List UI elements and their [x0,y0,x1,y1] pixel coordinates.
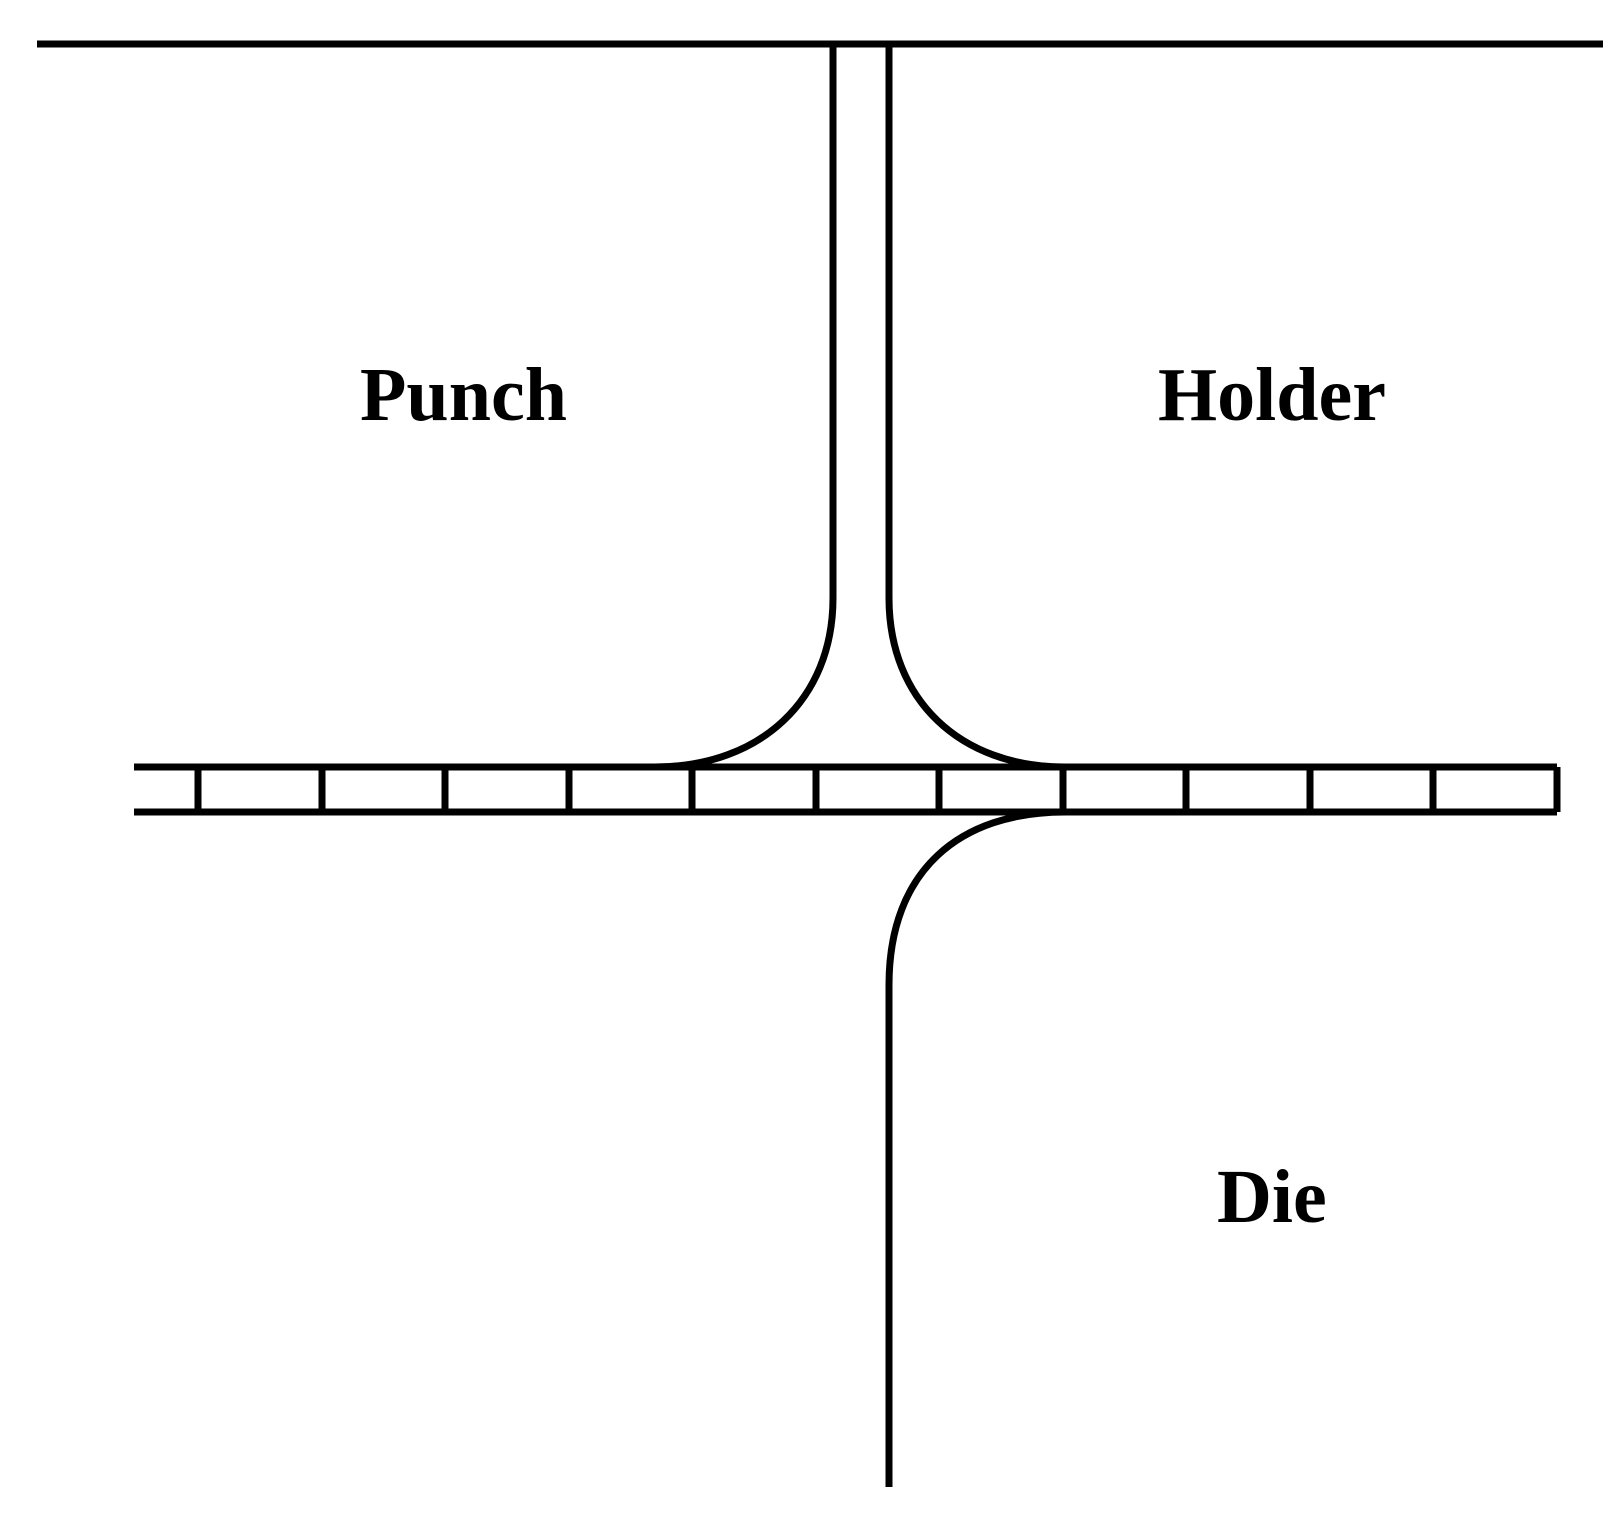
sheet-segment-dividers [194,767,1437,812]
punch-label: Punch [360,353,567,437]
die-label: Die [1217,1155,1327,1239]
holder-label: Holder [1158,353,1386,437]
die-profile [885,808,1066,1487]
holder-profile [885,44,1066,771]
punch-profile [654,44,837,771]
diagram-lines [37,40,1603,1487]
